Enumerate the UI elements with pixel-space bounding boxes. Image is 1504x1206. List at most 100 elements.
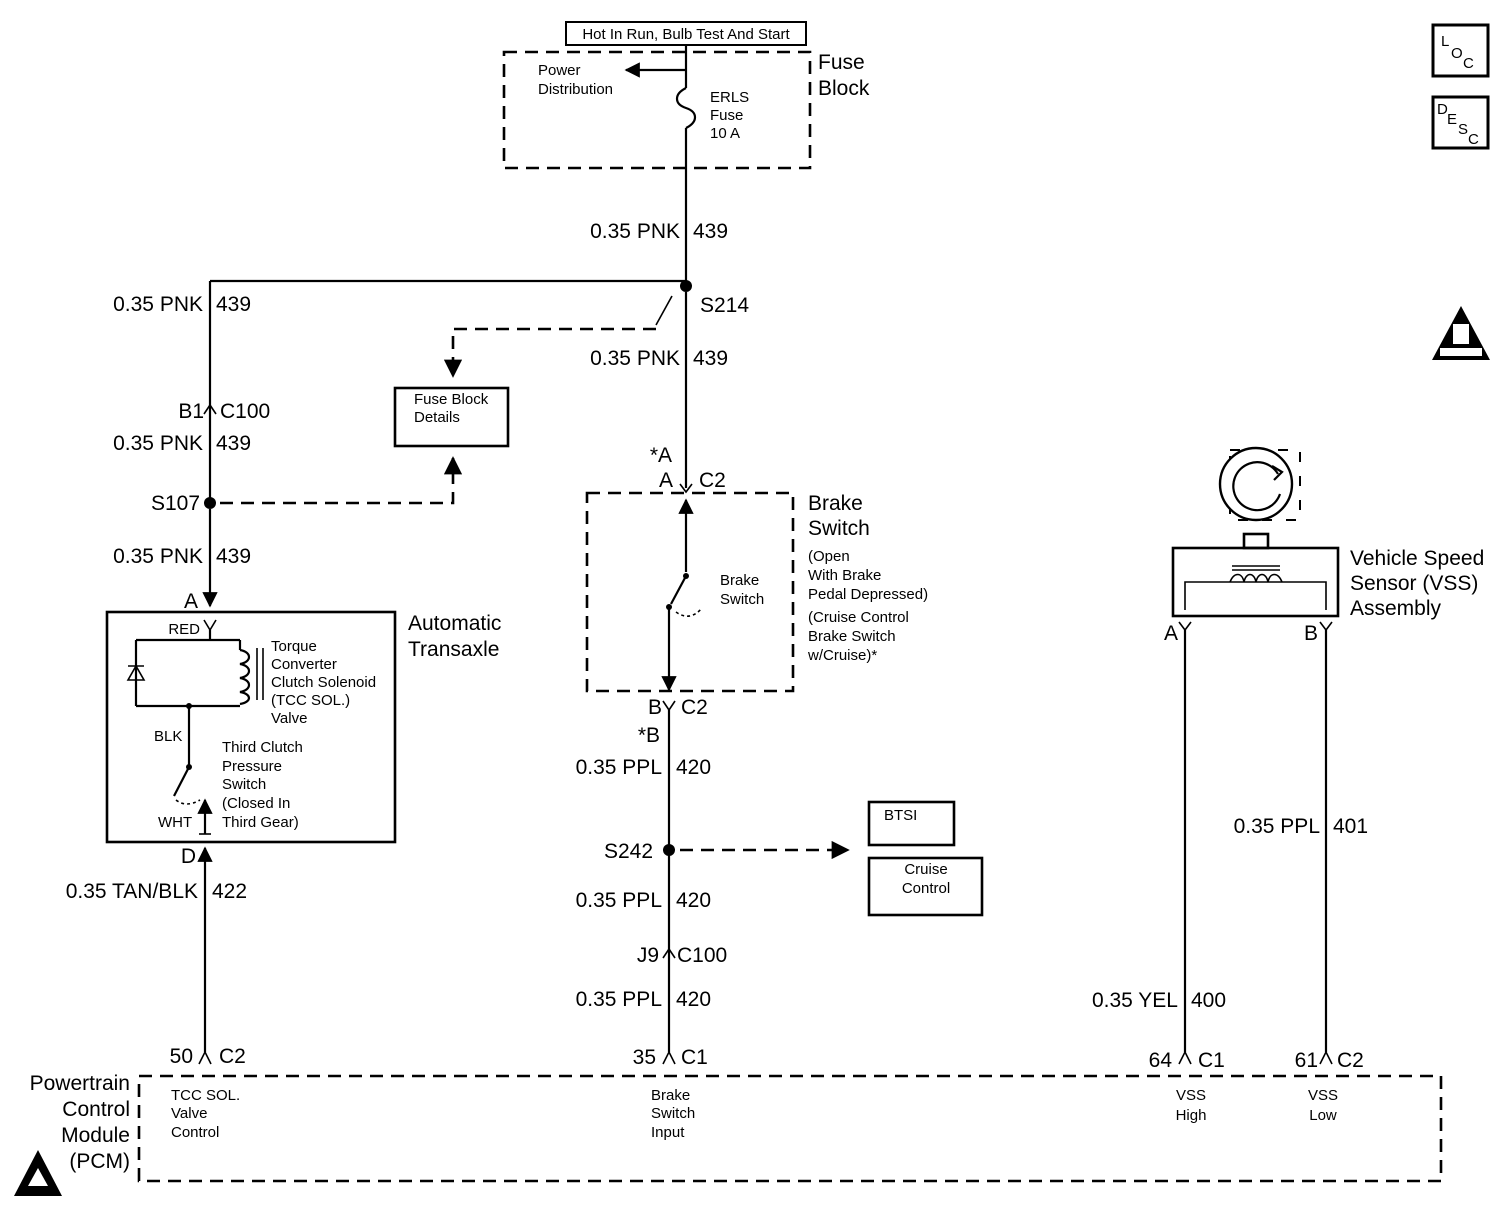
splice-s214-label: S214 [700,294,749,317]
circuit-number-brake-1: 420 [676,756,711,779]
transaxle-title-1: Automatic [408,612,501,635]
desc-letter-s: S [1458,121,1468,138]
brake-switch-inner-1: Brake [720,572,759,589]
loc-letter-o: O [1451,45,1463,62]
location-icon[interactable]: L O C [1431,23,1490,78]
pcm: Powertrain Control Module (PCM) 50 C2 TC… [30,1045,1443,1183]
diode-symbol [126,664,146,681]
pcm-vss-high-label-2: High [1176,1107,1207,1124]
fuse-block: Hot In Run, Bulb Test And Start Fuse Blo… [502,21,870,170]
power-distribution-label-2: Distribution [538,81,613,98]
pcm-vss-low-label-2: Low [1309,1107,1337,1124]
connector-b1: B1 [178,400,204,423]
pcm-tcc-label-3: Control [171,1124,219,1141]
fuse-label-1: ERLS [710,89,749,106]
switch-label-2: Pressure [222,758,282,775]
fuse-block-details-label-2: Details [414,409,460,426]
erls-fuse-symbol [675,87,697,129]
vss-title-1: Vehicle Speed [1350,547,1484,570]
splice-s242 [663,844,675,856]
diagnostic-triangle-icon[interactable] [1432,306,1490,360]
circuit-number-left-top: 439 [216,293,251,316]
circuit-number-left-mid: 439 [216,432,251,455]
cruise-label-1: Cruise [904,861,947,878]
circuit-number-brake-3: 420 [676,988,711,1011]
connector-j9: J9 [637,944,659,967]
vss-housing [1171,546,1340,618]
brake-switch-desc-4: (Cruise Control [808,609,909,626]
wire-gauge-left-low: 0.35 PNK [113,545,203,568]
s214-dashed-tap [655,295,673,326]
circuit-number-tcc: 422 [212,880,247,903]
brake-switch-desc-6: w/Cruise)* [807,647,877,664]
brake-switch-desc-5: Brake Switch [808,628,896,645]
brake-switch-inner-2: Switch [720,591,764,608]
hot-label: Hot In Run, Bulb Test And Start [582,26,790,43]
pcm-vss-high-label-1: VSS [1176,1087,1206,1104]
switch-label-4: (Closed In [222,795,290,812]
brake-switch-outline [585,491,795,693]
wire-gauge-vss-high: 0.35 YEL [1092,989,1178,1012]
connector-c2-brake-top: C2 [699,469,726,492]
pcm-connector-c2-left: C2 [219,1045,246,1068]
wire-gauge-left-mid: 0.35 PNK [113,432,203,455]
fuse-label-3: 10 A [710,125,740,142]
wire-color-wht: WHT [158,814,192,831]
pcm-title-2: Control [62,1098,130,1121]
description-icon[interactable]: D E S C [1431,95,1490,150]
transaxle-box [105,610,397,844]
pcm-outline [137,1074,1443,1183]
splice-s107-label: S107 [151,492,200,515]
vehicle-speed-sensor: Vehicle Speed Sensor (VSS) Assembly [1171,446,1484,620]
pcm-brake-label-1: Brake [651,1087,690,1104]
wire-color-blk: BLK [154,728,182,745]
desc-letter-e: E [1447,111,1457,128]
tcc-label-3: Clutch Solenoid [271,674,376,691]
connector-star-a: *A [650,444,672,467]
pcm-brake-label-2: Switch [651,1105,695,1122]
wire-gauge-fuse-out: 0.35 PNK [590,220,680,243]
connector-d-transaxle: D [181,845,196,868]
switch-label-5: Third Gear) [222,814,299,831]
brake-switch-desc-2: With Brake [808,567,881,584]
connector-a-brake: A [659,469,673,492]
connector-c100-left: C100 [220,400,270,423]
brake-switch-desc-1: (Open [808,548,850,565]
pcm-title-3: Module [61,1124,130,1147]
pcm-pin-35: 35 [633,1046,656,1069]
automatic-transaxle: Automatic Transaxle RED BLK Torque Conve… [105,610,501,844]
pressure-switch-blade [173,766,190,797]
s214-to-details-link [443,327,656,378]
switch-label-3: Switch [222,776,266,793]
connector-vss-a: A [1164,622,1178,645]
tcc-label-2: Converter [271,656,337,673]
fuse-block-title-1: Fuse [818,51,865,74]
pcm-brake-label-3: Input [651,1124,685,1141]
loc-letter-c: C [1463,55,1474,72]
connector-vss-b: B [1304,622,1318,645]
connector-c100-left-symbol [203,403,217,415]
fuse-block-title-2: Block [818,77,870,100]
pcm-pin-50: 50 [170,1045,193,1068]
brake-switch-blade [670,575,687,605]
desc-letter-c: C [1468,131,1479,148]
brake-switch-title-2: Switch [808,517,870,540]
connector-c100-mid: C100 [677,944,727,967]
pcm-tcc-label-1: TCC SOL. [171,1087,240,1104]
btsi-box [867,800,956,847]
pcm-vss-low-label-1: VSS [1308,1087,1338,1104]
switch-label-1: Third Clutch [222,739,303,756]
vss-title-2: Sensor (VSS) [1350,572,1478,595]
circuit-number-s214-down: 439 [693,347,728,370]
connector-star-b: *B [638,724,660,747]
connector-b-brake: B [648,696,662,719]
vss-title-3: Assembly [1350,597,1442,620]
cruise-control-box [867,856,984,917]
tcc-label-1: Torque [271,638,317,655]
btsi-label: BTSI [884,807,917,824]
circuit-number-vss-high: 400 [1191,989,1226,1012]
cruise-label-2: Control [902,880,950,897]
transaxle-title-2: Transaxle [408,638,499,661]
circuit-number-brake-2: 420 [676,889,711,912]
wire-gauge-vss-low: 0.35 PPL [1234,815,1320,838]
